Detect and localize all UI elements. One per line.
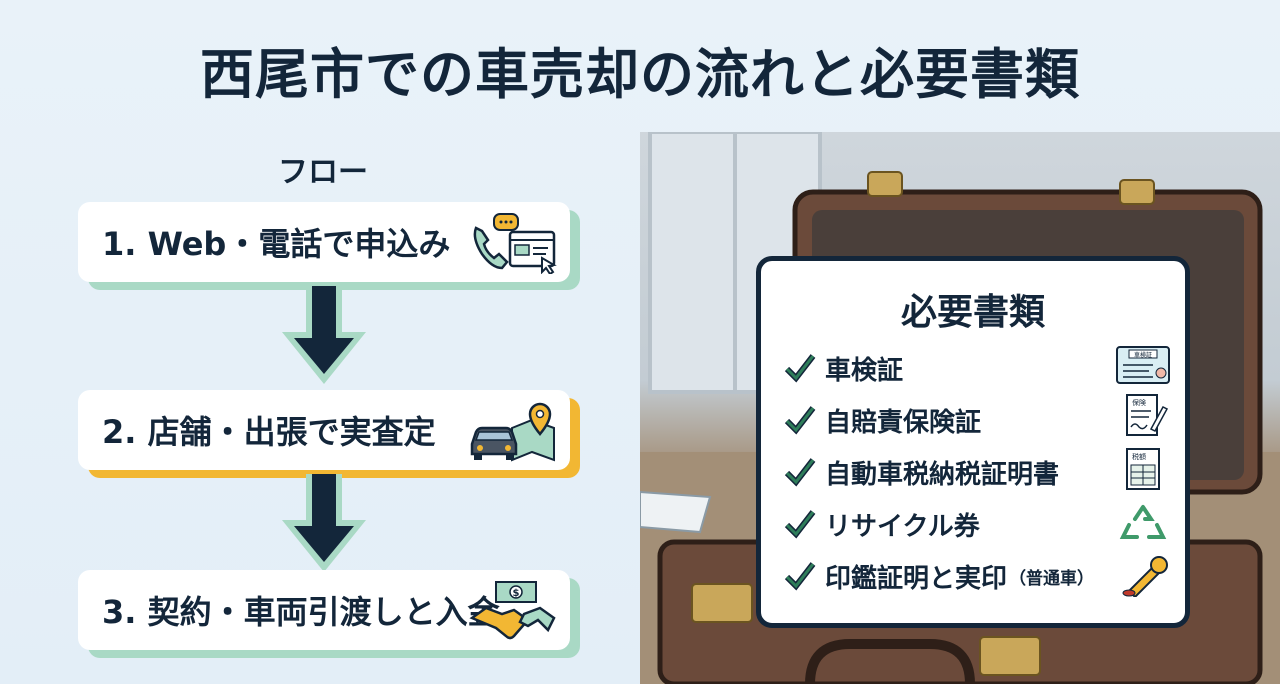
phone-and-web-icon bbox=[473, 213, 557, 274]
required-documents-card: 必要書類 車検証 車検証 自賠責保険証 保険 自動車税納税証明書 税額 bbox=[756, 256, 1190, 628]
certificate-card-icon-text: 車検証 bbox=[1134, 351, 1152, 359]
documents-heading: 必要書類 bbox=[900, 292, 1045, 333]
checkmark-icon bbox=[784, 354, 816, 383]
tax-form-icon-text: 税額 bbox=[1132, 452, 1146, 461]
handshake-money-icon: $ bbox=[469, 581, 556, 640]
flow-arrow-2 bbox=[282, 474, 366, 572]
checkmark-icon bbox=[784, 406, 816, 435]
flow-step-3-label: 3. 契約・車両引渡しと入金 bbox=[102, 593, 500, 631]
document-item-5-label: 印鑑証明と実印 bbox=[825, 563, 1008, 594]
document-item-3: 自動車税納税証明書 bbox=[783, 449, 1059, 495]
signed-document-icon: 保険 bbox=[1126, 394, 1169, 436]
signed-document-icon-text: 保険 bbox=[1132, 398, 1146, 407]
car-map-pin-icon bbox=[470, 402, 555, 462]
flow-heading: フロー bbox=[278, 155, 368, 190]
document-item-2-label: 自賠責保険証 bbox=[825, 407, 982, 438]
certificate-card-icon: 車検証 bbox=[1116, 346, 1170, 384]
flow-step-1: 1. Web・電話で申込み bbox=[78, 202, 570, 282]
flow-step-2-label: 2. 店舗・出張で実査定 bbox=[102, 413, 436, 451]
document-item-4: リサイクル券 bbox=[783, 501, 980, 547]
document-item-5-suffix: （普通車） bbox=[1009, 568, 1095, 589]
document-item-2: 自賠責保険証 bbox=[783, 397, 981, 443]
document-item-3-label: 自動車税納税証明書 bbox=[825, 459, 1060, 490]
document-item-5: 印鑑証明と実印（普通車） bbox=[783, 553, 1094, 599]
document-item-4-label: リサイクル券 bbox=[825, 511, 980, 542]
checkmark-icon bbox=[784, 562, 816, 591]
flow-step-2: 2. 店舗・出張で実査定 bbox=[78, 390, 570, 470]
checkmark-icon bbox=[784, 458, 816, 487]
document-item-1-label: 車検証 bbox=[825, 355, 904, 386]
document-item-1: 車検証 bbox=[783, 345, 903, 391]
svg-text:$: $ bbox=[513, 588, 520, 599]
tax-form-icon: 税額 bbox=[1126, 448, 1160, 490]
flow-arrow-1 bbox=[282, 286, 366, 384]
flow-step-1-label: 1. Web・電話で申込み bbox=[102, 225, 451, 263]
seal-stamp-icon bbox=[1122, 556, 1168, 597]
page-title: 西尾市での車売却の流れと必要書類 bbox=[200, 43, 1080, 106]
flow-step-3: 3. 契約・車両引渡しと入金 $ bbox=[78, 570, 570, 650]
checkmark-icon bbox=[784, 510, 816, 539]
recycle-icon bbox=[1119, 505, 1167, 539]
